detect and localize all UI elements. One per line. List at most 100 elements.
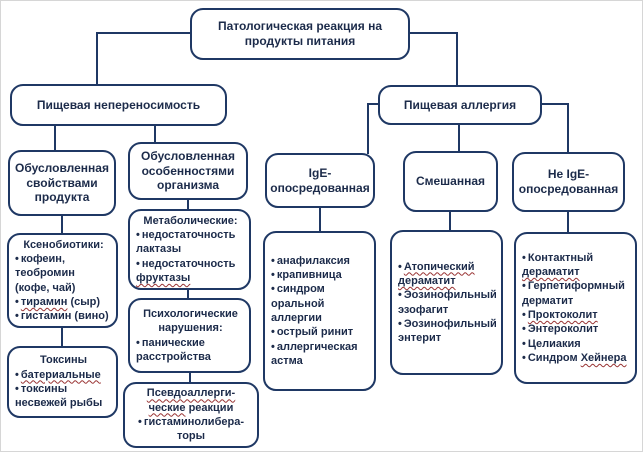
node-toxins-item-0: •батериальные (15, 368, 112, 382)
node-mixed-manifestations: •Атопический дераматит•Эозинофильный эзо… (390, 230, 503, 375)
bullet-icon: • (398, 289, 402, 302)
node-toxins-text: токсины несвежей рыбы (15, 383, 103, 410)
bullet-icon: • (136, 229, 140, 242)
bullet-icon: • (271, 283, 275, 296)
node-non-ige-manifestations-item-3: •Энтероколит (522, 322, 631, 336)
node-non-ige-manifestations-text: Энтероколит (527, 323, 599, 336)
connector-allergy-to-non-ige (542, 103, 569, 153)
bullet-icon: • (138, 416, 142, 428)
node-non-ige-manifestations-misspelled-word: дераматит (522, 266, 580, 279)
bullet-icon: • (522, 351, 526, 364)
node-metabolic-item-0: •недостаточность лактазы (136, 228, 245, 257)
bullet-icon: • (522, 337, 526, 350)
bullet-icon: • (136, 257, 140, 270)
node-organism-features-text: Обусловленная особенностями организма (141, 149, 235, 193)
node-metabolic-item-1: •недостаточность фруктазы (136, 257, 245, 286)
node-ige-mediated: IgE-опосредованная (265, 153, 375, 208)
node-non-ige-manifestations-item-5: •Синдром Хейнера (522, 351, 631, 365)
node-non-ige-mediated: Не IgE-опосредованная (512, 152, 625, 212)
node-metabolic-text: недостаточность (141, 257, 236, 270)
bullet-icon: • (15, 368, 19, 381)
node-non-ige-manifestations-text: Синдром (527, 351, 581, 364)
node-xenobiotics-item-0: •кофеин, теобромин (кофе, чай) (15, 252, 112, 295)
node-ige-manifestations-item-4: •аллергическая астма (271, 340, 370, 369)
connector-allergy-to-ige (367, 103, 378, 154)
node-organism-features: Обусловленная особенностями организма (128, 142, 248, 200)
node-non-ige-manifestations-misspelled-word: Хейнера (580, 351, 627, 364)
node-xenobiotics: Ксенобиотики:•кофеин, теобромин (кофе, ч… (7, 233, 118, 328)
node-ige-manifestations-item-1: •крапивница (271, 268, 370, 282)
node-non-ige-manifestations-text: Целиакия (527, 337, 581, 350)
node-pseudo-allergic: Псевдоаллерги-ческие реакции•гистаминоли… (123, 382, 259, 448)
bullet-icon: • (136, 336, 140, 349)
node-ige-manifestations-text: крапивница (276, 269, 342, 282)
node-mixed-text: Смешанная (415, 174, 486, 189)
node-non-ige-manifestations-misspelled-word: Проктоколит (527, 309, 598, 321)
node-mixed-heading: Смешанная (416, 174, 485, 189)
node-root: Патологическая реакция на продукты питан… (190, 8, 410, 60)
node-non-ige-manifestations-text: Контактный (527, 251, 594, 264)
node-non-ige-manifestations-item-4: •Целиакия (522, 337, 631, 351)
node-ige-manifestations-text: синдром оральной аллергии (271, 283, 325, 324)
node-product-properties-text: Обусловленная свойствами продукта (15, 161, 109, 205)
node-mixed-manifestations-item-0: •Атопический дераматит (398, 260, 497, 289)
node-food-intolerance-heading: Пищевая непереносимость (37, 98, 200, 113)
node-mixed-manifestations-item-1: •Эозинофильный эзофагит (398, 288, 497, 317)
node-ige-manifestations-item-0: •анафилаксия (271, 254, 370, 268)
node-toxins-misspelled-word: батериальные (20, 368, 101, 381)
node-metabolic-text: недостаточность лактазы (136, 229, 236, 256)
node-non-ige-manifestations-item-2: •Проктоколит (522, 308, 631, 322)
bullet-icon: • (15, 310, 19, 323)
node-non-ige-mediated-heading: Не IgE-опосредованная (519, 167, 618, 196)
bullet-icon: • (522, 280, 526, 293)
node-food-intolerance-text: Пищевая непереносимость (36, 97, 201, 112)
node-pseudo-allergic-heading: Псевдоаллерги-ческие реакции (130, 386, 252, 415)
node-ige-manifestations-item-2: •синдром оральной аллергии (271, 282, 370, 325)
node-xenobiotics-item-1: •тирамин (сыр) (15, 295, 112, 309)
node-pseudo-allergic-misspelled-word: Псевдоаллерги-ческие (146, 387, 236, 414)
bullet-icon: • (398, 317, 402, 330)
node-non-ige-mediated-text: Не IgE-опосредованная (518, 167, 619, 196)
node-non-ige-manifestations-item-0: •Контактный дераматит (522, 251, 631, 280)
node-food-intolerance: Пищевая непереносимость (10, 84, 227, 126)
connector-root-to-intolerance (96, 32, 190, 85)
node-organism-features-heading: Обусловленная особенностями организма (136, 149, 240, 193)
node-mixed-manifestations-text: Эозинофильный энтерит (398, 317, 497, 345)
node-non-ige-manifestations-item-1: •Герпетиформный дерматит (522, 279, 631, 308)
node-toxins-item-1: •токсины несвежей рыбы (15, 382, 112, 411)
node-ige-manifestations-item-3: •острый ринит (271, 325, 370, 339)
node-psychological-item-0: •панические расстройства (136, 336, 245, 365)
node-pseudo-allergic-text: реакции (185, 401, 234, 414)
node-root-text: Патологическая реакция на продукты питан… (217, 19, 383, 48)
node-toxins-heading: Токсины (15, 353, 112, 367)
bullet-icon: • (271, 254, 275, 267)
node-food-allergy-text: Пищевая аллергия (403, 97, 517, 112)
node-toxins-text: Токсины (39, 354, 88, 367)
bullet-icon: • (15, 252, 19, 265)
node-metabolic-text: Метаболические: (143, 214, 238, 227)
node-psychological: Психологические нарушения:•панические ра… (128, 298, 251, 373)
node-xenobiotics-text: (сыр) (67, 295, 101, 308)
node-mixed-manifestations-item-2: •Эозинофильный энтерит (398, 317, 497, 346)
node-ige-manifestations-text: аллергическая астма (271, 340, 358, 367)
node-mixed-manifestations-misspelled-word: Атопический дераматит (398, 260, 475, 287)
node-product-properties-heading: Обусловленная свойствами продукта (15, 161, 109, 205)
node-psychological-text: панические расстройства (136, 336, 211, 363)
node-food-allergy-heading: Пищевая аллергия (404, 98, 516, 113)
connector-root-to-allergy (410, 32, 458, 86)
node-xenobiotics-text: Ксенобиотики: (23, 238, 104, 251)
node-xenobiotics-text: гистамин (вино) (20, 310, 109, 323)
node-mixed-manifestations-text: Эозинофильный эзофагит (398, 289, 497, 316)
node-non-ige-manifestations-text: Герпетиформный дерматит (522, 280, 625, 307)
node-ige-manifestations-text: острый ринит (276, 326, 354, 339)
node-pseudo-allergic-item-0: •гистаминолибера-торы (130, 415, 252, 444)
node-ige-manifestations-text: анафилаксия (276, 254, 350, 267)
bullet-icon: • (522, 309, 526, 321)
node-non-ige-manifestations: •Контактный дераматит•Герпетиформный дер… (514, 232, 637, 384)
bullet-icon: • (398, 260, 402, 273)
node-ige-manifestations: •анафилаксия•крапивница•синдром оральной… (263, 231, 376, 391)
node-food-allergy: Пищевая аллергия (378, 85, 542, 125)
bullet-icon: • (522, 323, 526, 336)
